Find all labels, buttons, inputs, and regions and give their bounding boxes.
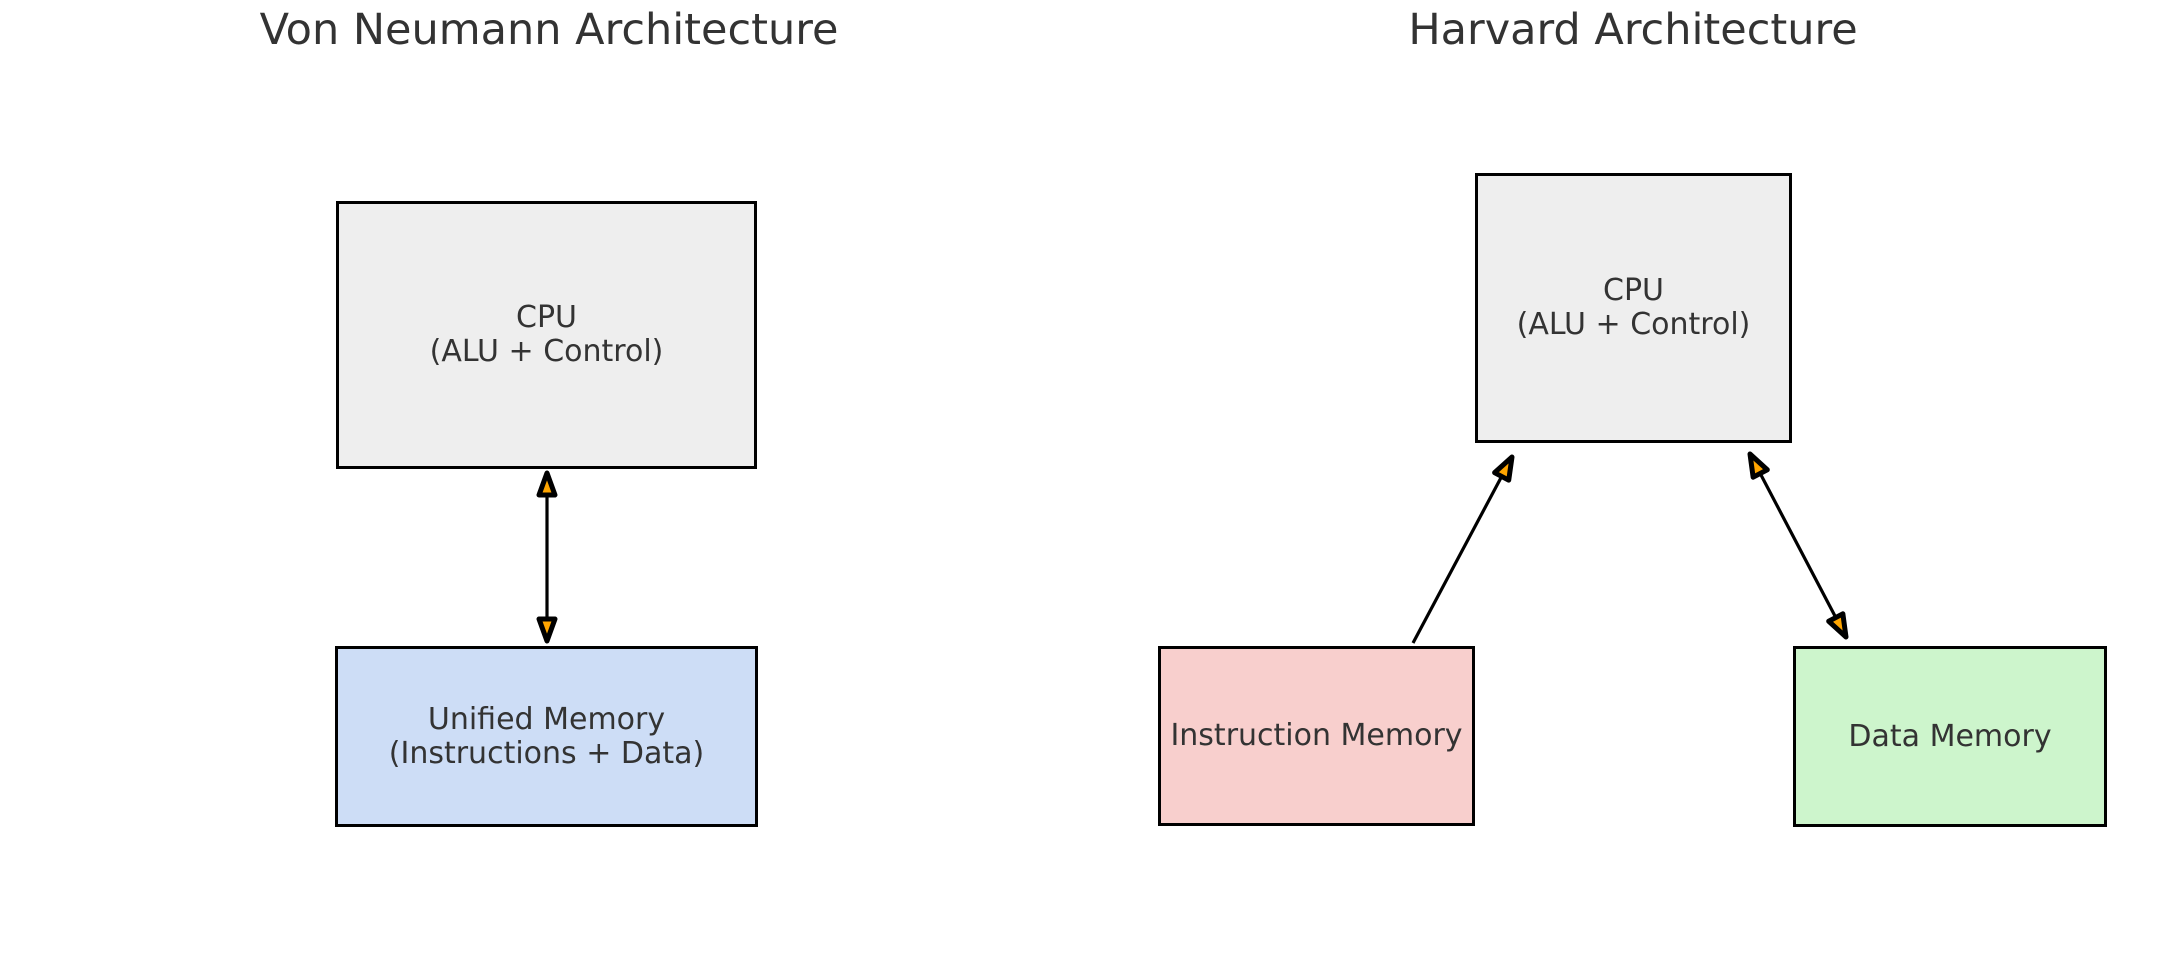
node-label-line: CPU [1603,273,1664,308]
unified-memory-box: Unified Memory (Instructions + Data) [335,646,758,827]
node-label-line: (ALU + Control) [429,334,664,369]
node-label-line: (ALU + Control) [1516,307,1751,342]
data-memory-box: Data Memory [1793,646,2107,827]
harvard-cpu-box: CPU (ALU + Control) [1475,173,1792,443]
instruction-memory-box: Instruction Memory [1158,646,1475,826]
node-label-line: Instruction Memory [1170,718,1463,753]
data-bus-arrow [1747,451,1849,640]
instruction-fetch-arrow [1411,454,1515,644]
node-label-line: Unified Memory [427,701,666,737]
von-neumann-cpu-box: CPU (ALU + Control) [336,201,757,469]
harvard-diagram-title: Harvard Architecture [1408,5,1858,55]
von-neumann-diagram-title: Von Neumann Architecture [259,5,839,55]
node-label-line: Data Memory [1848,718,2052,754]
node-label-line: CPU [516,300,577,335]
node-label-line: (Instructions + Data) [388,735,705,771]
